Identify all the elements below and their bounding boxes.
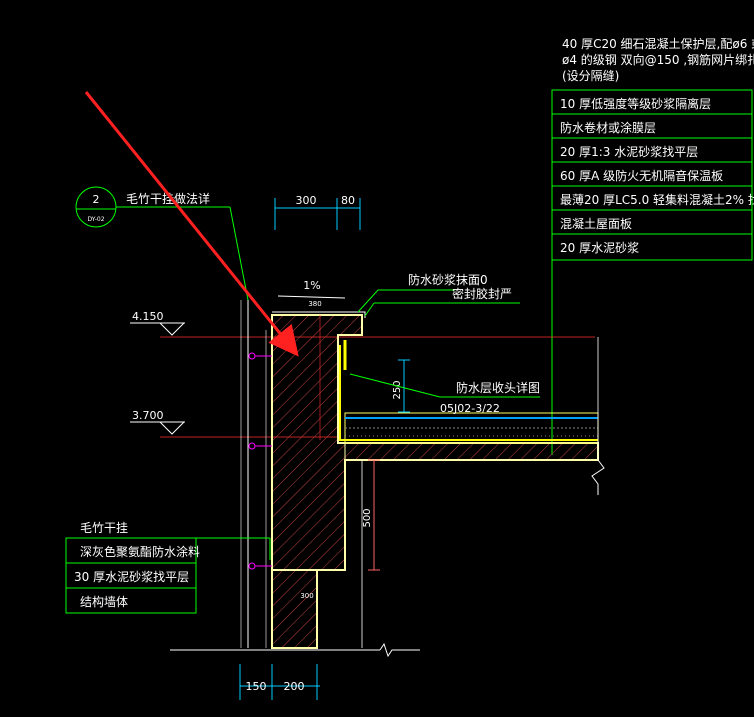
annotation-leaders: 防水砂浆抹面0 密封胶封严 防水层收头详图 05J02-3/22 (349, 272, 540, 415)
dim-upstand: 250 (392, 380, 403, 399)
wall-layer-row: 毛竹干挂 (80, 521, 128, 535)
wall-layer-row: 30 厚水泥砂浆找平层 (74, 569, 189, 584)
label-sealant-tape: 密封胶封严 (452, 286, 512, 301)
detail-mark-number: 2 (93, 193, 100, 206)
detail-mark: 2 DY-02 毛竹干挂做法详 (75, 186, 249, 301)
masonry-wall (271, 569, 318, 649)
elevation-lower: 3.700 (132, 409, 164, 422)
vertical-dimensions: 250 500 (362, 359, 410, 571)
dim-bottom-left: 150 (246, 680, 267, 693)
dim-top-left: 300 (296, 194, 317, 207)
dim-base-width: 300 (300, 592, 313, 600)
roof-layer-row: 20 厚1:3 水泥砂浆找平层 (560, 144, 698, 159)
dim-bottom-right: 200 (284, 680, 305, 693)
slope-label: 1% (303, 279, 320, 292)
waterproof-membrane (339, 345, 598, 441)
top-dimensions: 300 80 (274, 194, 361, 230)
roof-layer-header-1: 40 厚C20 细石混凝土保护层,配ø6 或 (562, 36, 754, 51)
roof-layer-row: 防水卷材或涂膜层 (560, 120, 656, 135)
roof-layer-header-2: ø4 的级钢 双向@150 ,钢筋网片绑扎 (562, 52, 754, 67)
structure-section (170, 300, 605, 658)
roof-layer-header-3: (设分隔缝) (562, 68, 619, 83)
anchor-bolt (248, 442, 256, 450)
label-sealant-mortar: 防水砂浆抹面0 (408, 272, 488, 287)
wall-layer-row: 结构墙体 (80, 594, 128, 609)
red-pointer-arrow (84, 91, 299, 357)
roof-layer-table: 40 厚C20 细石混凝土保护层,配ø6 或 ø4 的级钢 双向@150 ,钢筋… (551, 36, 754, 455)
detail-mark-sheet: DY-02 (87, 216, 104, 223)
elevation-top: 4.150 (132, 310, 164, 323)
roof-layer-row: 最薄20 厚LC5.0 轻集料混凝土2% 找坡 (560, 192, 754, 207)
roof-layer-row: 60 厚A 级防火无机隔音保温板 (560, 168, 723, 183)
anchor-bolt (248, 352, 256, 360)
label-termination-ref: 05J02-3/22 (440, 402, 500, 415)
roof-layer-row: 20 厚水泥砂浆 (560, 240, 639, 255)
roof-layer-row: 10 厚低强度等级砂浆隔离层 (560, 96, 711, 111)
roof-layer-row: 混凝土屋面板 (560, 216, 632, 231)
dim-cap-width: 380 (308, 300, 321, 308)
roof-layer-box (551, 89, 753, 261)
dim-top-right: 80 (341, 194, 355, 207)
elevation-markers: 4.150 3.700 (130, 310, 595, 438)
label-termination: 防水层收头详图 (456, 380, 540, 395)
wall-reference-label: 毛竹干挂做法详 (126, 191, 210, 206)
slope-indicator: 1% (277, 279, 346, 299)
wall-layer-table: 毛竹干挂 深灰色聚氨酯防水涂料 30 厚水泥砂浆找平层 结构墙体 (65, 521, 271, 614)
bottom-dimensions: 150 200 (239, 664, 320, 700)
wall-layer-row: 深灰色聚氨酯防水涂料 (80, 544, 200, 559)
dim-beam-depth: 500 (362, 508, 373, 527)
anchor-bolt (248, 562, 256, 570)
